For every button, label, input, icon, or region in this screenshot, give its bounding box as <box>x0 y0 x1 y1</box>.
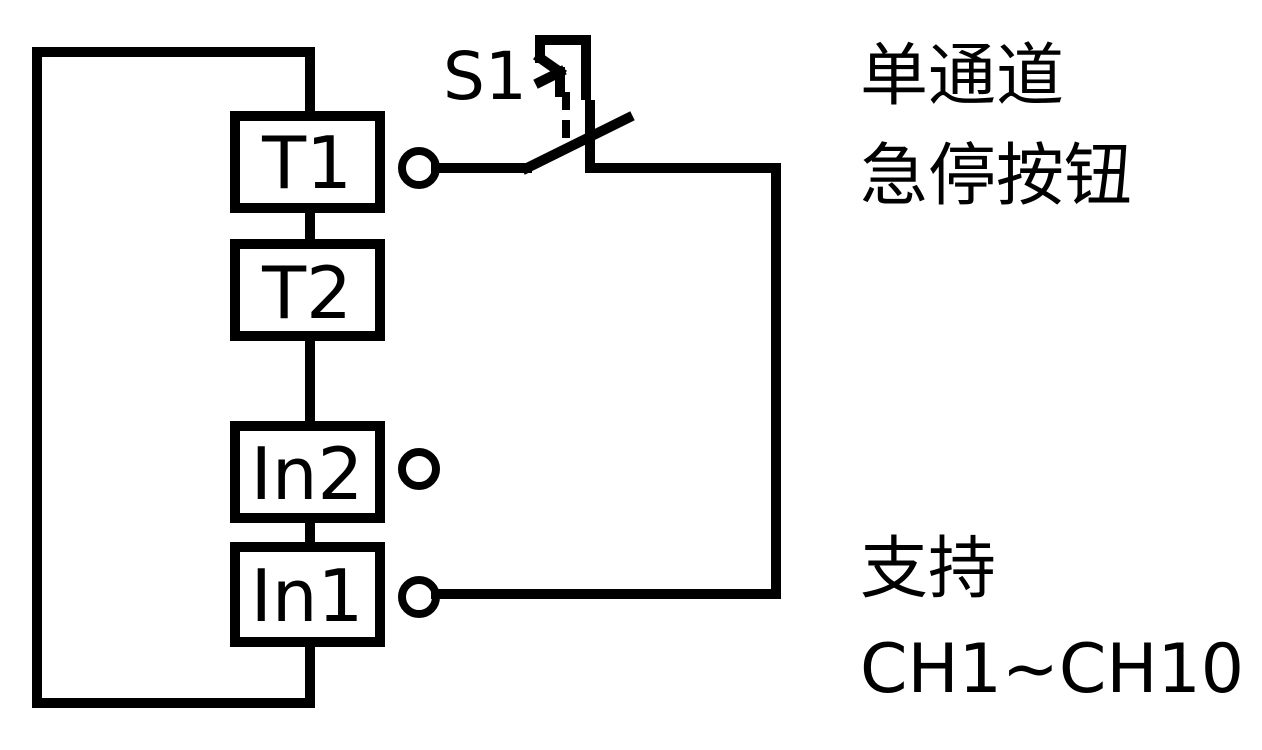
terminal-box-in1 <box>230 542 385 647</box>
terminal-label-t1: T1 <box>261 121 352 205</box>
top-note-line-1: 单通道 <box>860 37 1064 116</box>
switch-blade-wire <box>520 111 635 175</box>
terminal-label-in2: In2 <box>251 432 364 516</box>
top-note-line-2: 急停按钮 <box>860 137 1132 216</box>
left-loop-wire <box>32 47 315 708</box>
return-wire <box>431 163 781 599</box>
terminal-point-in1 <box>398 576 440 618</box>
emergency-stop-button-icon <box>533 35 591 100</box>
bottom-note-line-2: CH1~CH10 <box>860 630 1244 709</box>
terminal-point-t1 <box>398 147 440 189</box>
bottom-note-line-1: 支持 <box>860 530 996 609</box>
terminal-box-t2 <box>230 239 385 341</box>
switch-label: S1 <box>443 38 527 115</box>
terminal-label-in1: In1 <box>251 554 364 638</box>
terminal-box-in2 <box>230 421 385 523</box>
terminal-point-in2 <box>398 448 440 490</box>
terminal-box-t1 <box>230 111 385 213</box>
terminal-label-t2: T2 <box>261 251 352 335</box>
